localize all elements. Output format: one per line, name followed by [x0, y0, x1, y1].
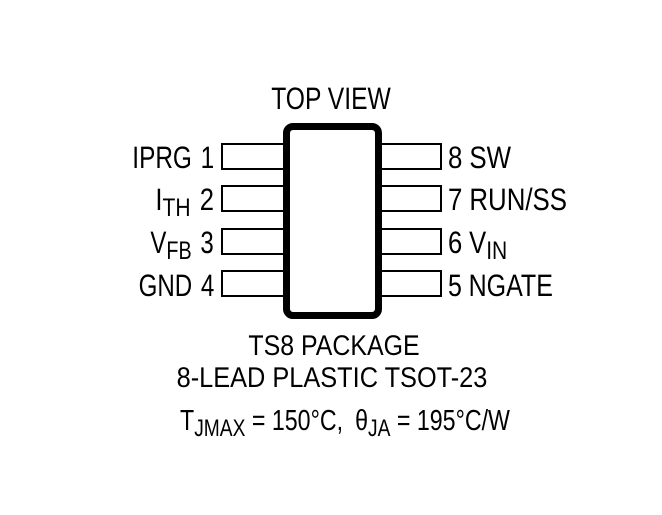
tjmax-value: = 150°C,: [244, 405, 349, 438]
package-name: TS8 PACKAGE: [247, 329, 420, 362]
theta-symbol: θ: [354, 405, 368, 438]
pin-number: 2: [199, 182, 214, 218]
pin-subscript: TH: [162, 194, 191, 223]
tjmax-symbol: T: [179, 405, 194, 438]
top-view-title: TOP VIEW: [271, 81, 391, 117]
pin-number: 6: [448, 224, 463, 260]
pin-8-lead: [377, 143, 442, 170]
pin-name: NGATE: [468, 267, 553, 303]
pin-subscript: IN: [486, 236, 508, 265]
pin-5-lead: [377, 270, 442, 298]
pin-number: 1: [200, 139, 214, 175]
pin-1-lead: [221, 143, 286, 170]
package-description: 8-LEAD PLASTIC TSOT-23: [176, 361, 488, 394]
pin-number: 3: [200, 224, 214, 260]
pin-name: V: [150, 224, 167, 260]
pin-number: 7: [448, 182, 463, 218]
pin-subscript: FB: [166, 236, 192, 265]
pin-number: 4: [200, 267, 214, 303]
thermal-note: TJMAX = 150°C, θJA = 195°C/W: [80, 405, 610, 441]
pin-name: V: [469, 224, 487, 260]
tjmax-subscript: JMAX: [193, 415, 245, 443]
pin-3-lead: [221, 227, 286, 255]
pin-7-lead: [377, 185, 442, 213]
pin-number: 5: [448, 267, 462, 303]
pin-name: RUN/SS: [469, 182, 568, 218]
pin-name: SW: [469, 139, 512, 175]
pin-2-label: ITH 2: [155, 182, 214, 221]
ic-package-body: [282, 123, 382, 319]
theta-value: = 195°C/W: [389, 405, 510, 438]
pin-6-lead: [377, 227, 442, 255]
pin-2-lead: [221, 185, 286, 213]
pin-name: GND: [138, 267, 192, 303]
theta-subscript: JA: [367, 415, 390, 443]
pin-name: I: [155, 182, 163, 218]
pin-name: IPRG: [132, 139, 192, 175]
pin-number: 8: [448, 139, 463, 175]
pin-3-label: VFB 3: [150, 224, 214, 264]
pin-4-lead: [221, 270, 286, 298]
